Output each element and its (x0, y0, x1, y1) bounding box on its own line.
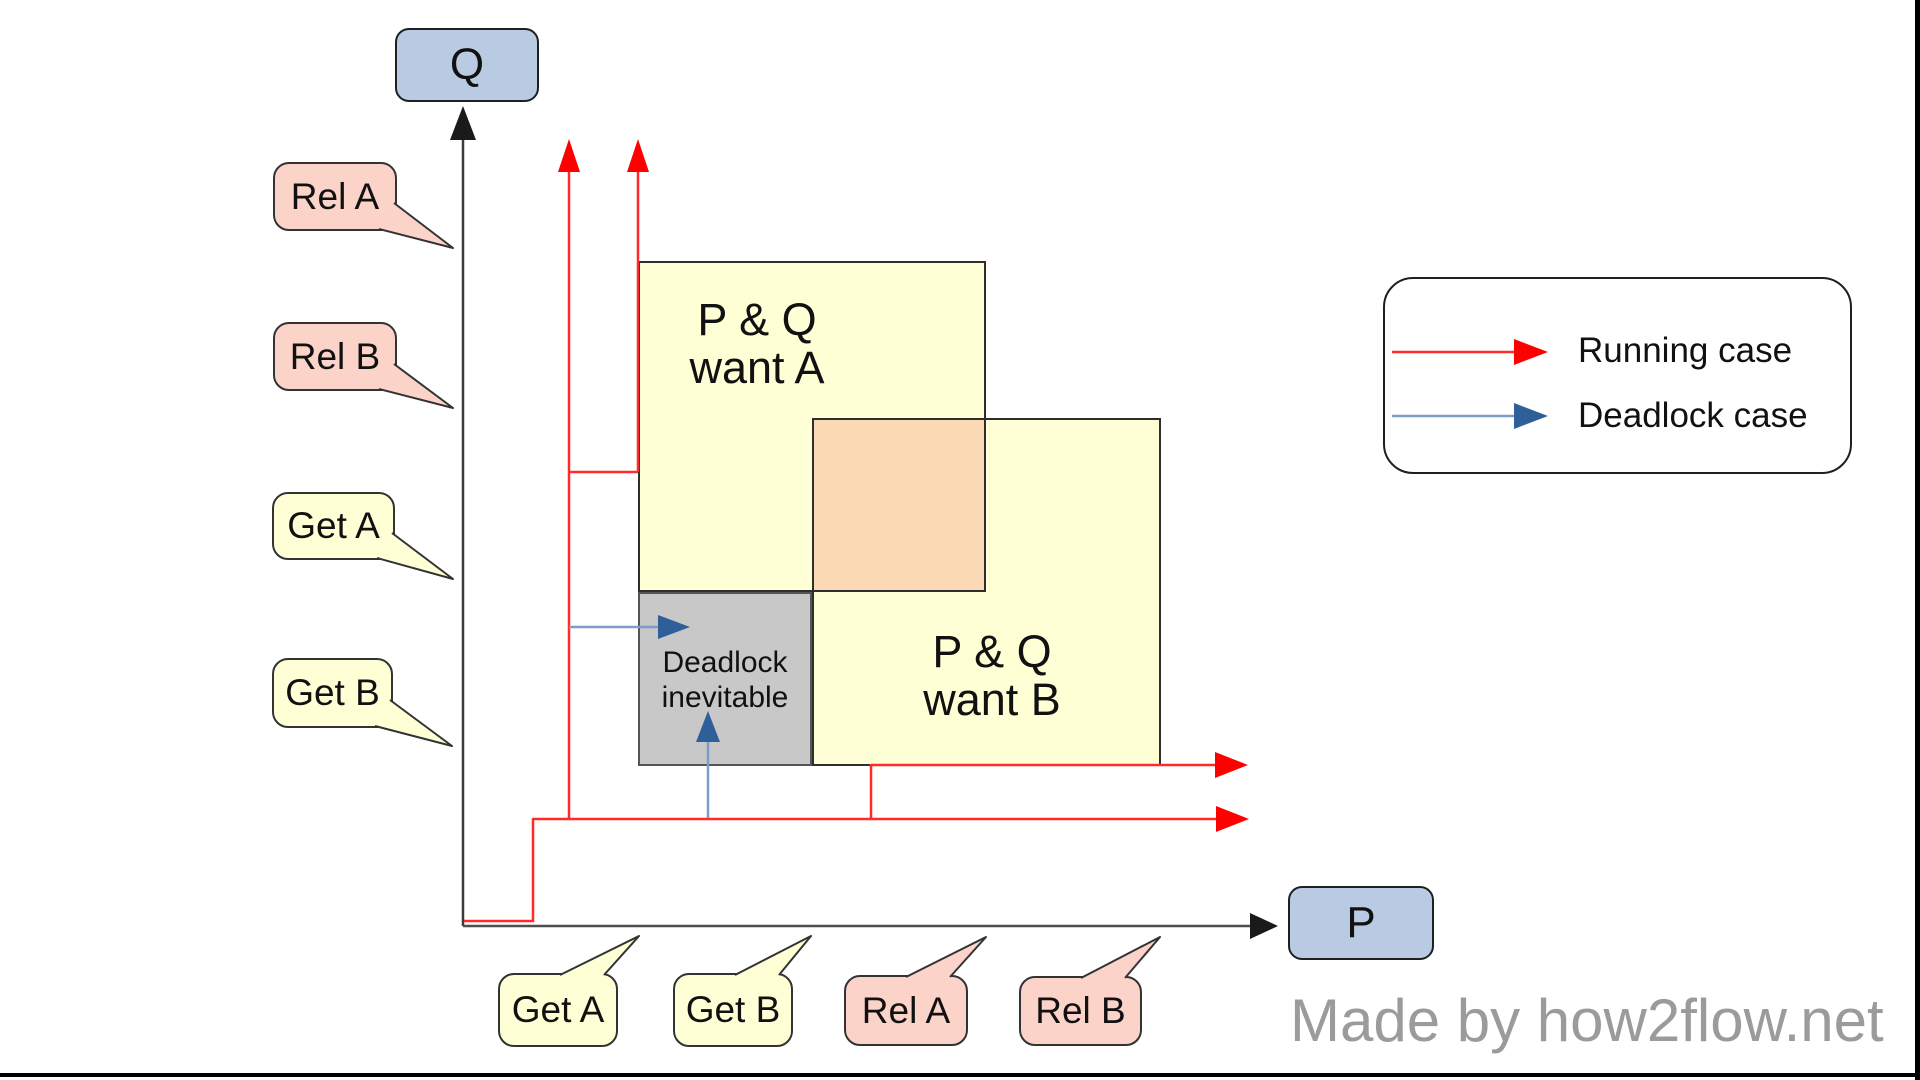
running-arrowhead-right-high-icon (1215, 752, 1248, 778)
q-axis-label: Q (449, 40, 485, 89)
tail-p-rel-a (905, 936, 987, 978)
callout-q-rel-a: Rel A (273, 162, 397, 231)
legend-box (1383, 277, 1852, 474)
deadlock-label: Deadlock inevitable (661, 646, 789, 714)
callout-q-rel-b: Rel B (273, 322, 397, 391)
running-arrowhead-right-low-icon (1216, 806, 1249, 832)
region-overlap (812, 418, 986, 592)
want-a-label: P & Q want A (689, 294, 825, 393)
callout-p-get-a: Get A (498, 973, 618, 1047)
callout-q-get-a-label: Get A (287, 505, 380, 546)
q-axis-arrowhead-icon (450, 106, 476, 140)
callout-q-get-b: Get B (272, 658, 393, 728)
callout-p-rel-a: Rel A (844, 975, 968, 1046)
tail-p-get-a (559, 935, 640, 976)
q-axis-label-box: Q (395, 28, 539, 102)
callout-q-get-a: Get A (272, 492, 395, 560)
legend-deadlock-label: Deadlock case (1578, 396, 1808, 435)
callout-q-rel-b-label: Rel B (289, 335, 381, 377)
legend-running-label: Running case (1578, 331, 1793, 370)
callout-q-get-b-label: Get B (285, 672, 380, 713)
p-axis-arrowhead-icon (1250, 913, 1278, 939)
callout-p-rel-a-label: Rel A (861, 989, 951, 1031)
tail-p-rel-b (1080, 936, 1161, 979)
tail-p-get-b (734, 935, 812, 976)
callout-q-rel-a-label: Rel A (290, 175, 380, 217)
callout-p-rel-b: Rel B (1019, 976, 1142, 1046)
image-bottom-border (0, 1073, 1920, 1077)
want-b-label: P & Q want B (923, 626, 1061, 725)
running-arrowhead-up-right-icon (627, 139, 649, 172)
callout-p-get-b-label: Get B (685, 989, 781, 1030)
image-right-border (1915, 0, 1920, 1080)
p-axis-label: P (1346, 898, 1376, 947)
watermark-text: Made by how2flow.net (1290, 987, 1884, 1054)
callout-p-get-a-label: Get A (511, 989, 605, 1030)
callout-p-rel-b-label: Rel B (1035, 990, 1126, 1031)
callout-p-get-b: Get B (673, 973, 793, 1047)
p-axis-label-box: P (1288, 886, 1434, 960)
running-arrowhead-up-left-icon (558, 139, 580, 172)
